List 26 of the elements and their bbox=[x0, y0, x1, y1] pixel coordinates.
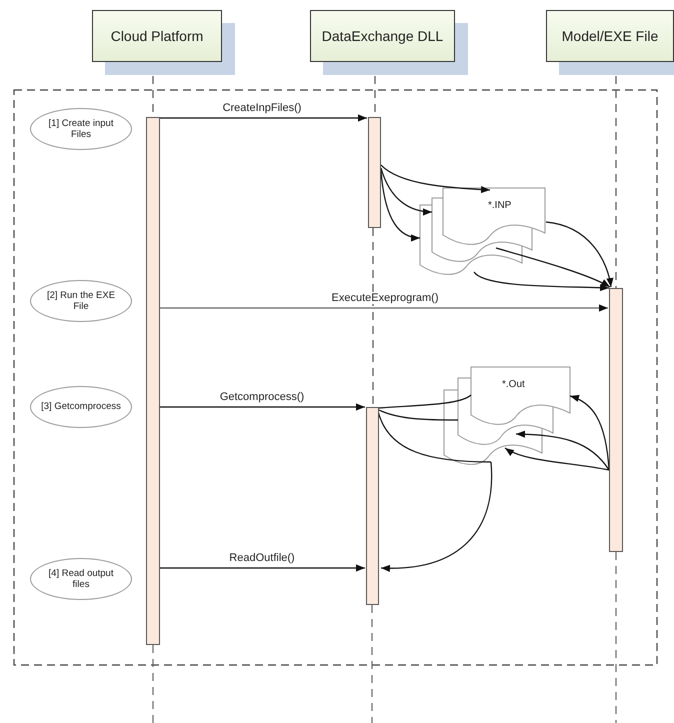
arrow bbox=[546, 221, 614, 288]
step-label: [4] Read output files bbox=[30, 558, 132, 600]
arrow bbox=[516, 430, 610, 470]
activation-bar bbox=[609, 288, 623, 552]
arrow bbox=[570, 395, 610, 470]
arrow bbox=[496, 247, 610, 288]
activation-bar bbox=[146, 117, 160, 645]
arrow bbox=[381, 462, 492, 572]
step-label: [1] Create input Files bbox=[30, 108, 132, 150]
arrow bbox=[474, 272, 610, 292]
edge-label: Getcomprocess() bbox=[218, 391, 306, 403]
activation-bar bbox=[368, 117, 381, 228]
arrow bbox=[160, 114, 367, 122]
arrow bbox=[160, 304, 608, 312]
activation-bar bbox=[366, 407, 379, 605]
arrow bbox=[504, 447, 610, 471]
arrow bbox=[160, 564, 365, 572]
arrow bbox=[380, 168, 432, 216]
edge-label: CreateInpFiles() bbox=[220, 102, 304, 114]
edge-label: ExecuteExeprogram() bbox=[330, 292, 440, 304]
edge-label: ReadOutfile() bbox=[227, 552, 297, 564]
step-label: [3] Getcomprocess bbox=[30, 386, 132, 428]
arrow bbox=[160, 403, 365, 411]
arrow bbox=[380, 164, 490, 194]
step-label: [2] Run the EXE File bbox=[30, 280, 132, 322]
lifeline bbox=[372, 228, 374, 407]
